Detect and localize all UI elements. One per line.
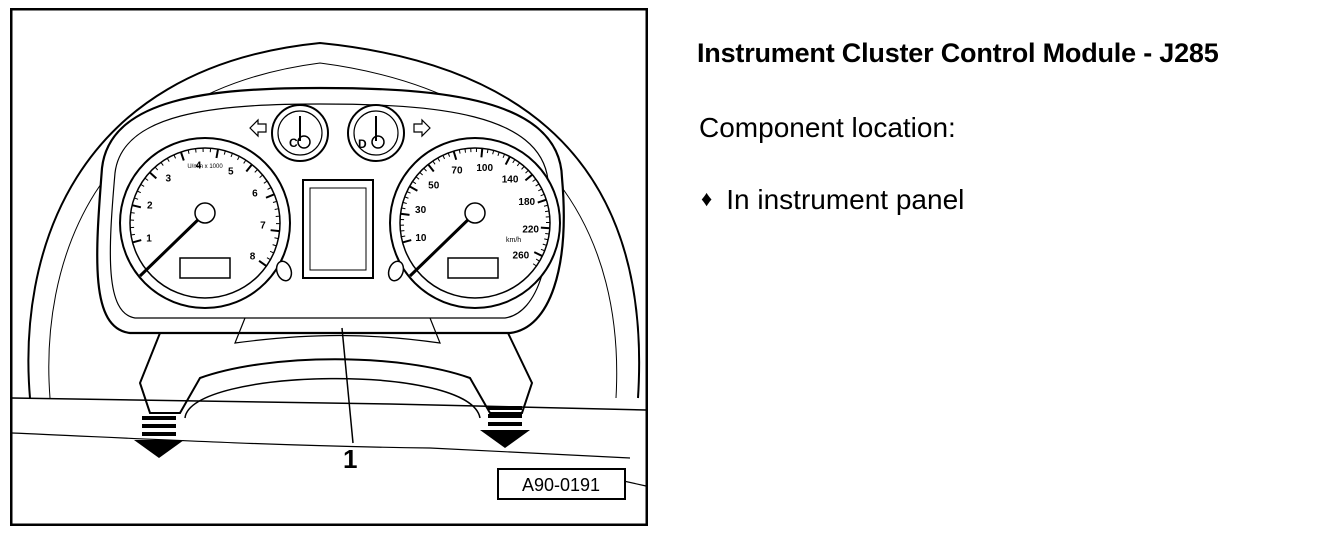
left-turn-arrow-icon xyxy=(249,118,267,138)
gauge-number: 50 xyxy=(428,181,440,192)
list-item: ♦ In instrument panel xyxy=(701,184,964,216)
callout-number: 1 xyxy=(343,444,357,474)
left-screw-arrow-icon xyxy=(134,416,184,458)
diamond-bullet-icon: ♦ xyxy=(701,186,713,211)
page-title: Instrument Cluster Control Module - J285 xyxy=(697,38,1219,68)
right-turn-arrow-icon xyxy=(413,118,431,138)
figure-id: A90-0191 xyxy=(522,475,600,495)
gauge-number: 6 xyxy=(252,189,258,200)
tach-unit-label: U/min x 1000 xyxy=(187,164,223,170)
gauge-number: 5 xyxy=(228,166,234,177)
gauge-number: 7 xyxy=(260,221,266,232)
svg-text:D: D xyxy=(358,137,367,151)
cluster-hood xyxy=(27,41,641,399)
gauge-number: 2 xyxy=(147,201,153,212)
instrument-cluster-illustration: 1 2 3 4 5 6 7 8 U/min x 1000 10 30 50 70 100 140 180 2… xyxy=(10,8,648,526)
center-display xyxy=(302,179,374,279)
gauge-number: 220 xyxy=(522,224,539,235)
right-screw-arrow-icon xyxy=(480,406,530,448)
speedometer: 10 30 50 70 100 140 180 220 260 km/h xyxy=(389,137,561,309)
gauge-number: 3 xyxy=(165,173,171,184)
gauge-number: 4 xyxy=(196,161,202,172)
speedo-unit-label: km/h xyxy=(506,237,521,244)
gauge-number: 140 xyxy=(502,175,519,186)
gauge-number: 8 xyxy=(250,252,256,263)
gauge-number: 70 xyxy=(451,165,463,176)
figure-id-box xyxy=(497,468,626,500)
section-subtitle: Component location: xyxy=(699,112,956,143)
gauge-number: 10 xyxy=(415,233,427,244)
tachometer: 1 2 3 4 5 6 7 8 U/min x 1000 xyxy=(119,137,291,309)
fuel-gauge: D xyxy=(347,104,405,162)
temp-gauge: C xyxy=(271,104,329,162)
list-item-text: In instrument panel xyxy=(726,184,965,215)
gauge-number: 30 xyxy=(415,205,427,216)
gauge-number: 180 xyxy=(518,197,535,208)
gauge-number: 100 xyxy=(476,163,493,174)
svg-text:C: C xyxy=(289,136,298,150)
gauge-number: 1 xyxy=(146,233,152,244)
gauge-number: 260 xyxy=(513,250,530,261)
